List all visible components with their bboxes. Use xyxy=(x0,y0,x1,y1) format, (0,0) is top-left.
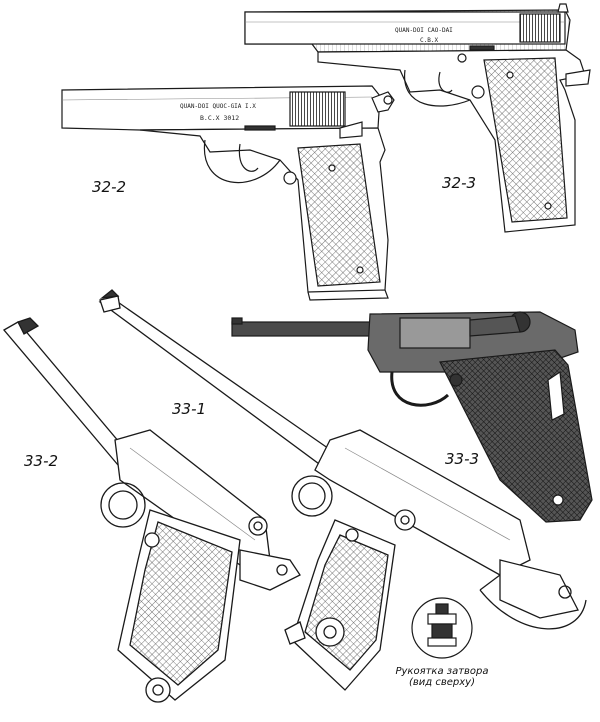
pistol-33-2 xyxy=(2,317,301,703)
figure-label-32-3: 32-3 xyxy=(442,174,477,192)
pistol-33-3 xyxy=(231,311,593,523)
detail-caption: Рукоятка затвора (вид сверху) xyxy=(392,666,492,688)
marking-32-3-line1: QUAN-DOI CAO-DAI xyxy=(395,27,453,34)
detail-caption-line2: (вид сверху) xyxy=(408,677,475,688)
bolt-handle-detail xyxy=(411,597,473,659)
marking-32-2-line2: B.C.X 3012 xyxy=(200,114,239,122)
pistol-33-1 xyxy=(98,289,587,691)
figure-label-33-1: 33-1 xyxy=(172,400,207,418)
pistol-32-2 xyxy=(61,85,395,301)
marking-32-3-line2: C.B.X xyxy=(420,37,438,44)
marking-32-2-line1: QUAN-DOI QUOC-GIA I.X xyxy=(180,103,256,110)
figure-label-33-2: 33-2 xyxy=(24,452,59,470)
detail-caption-line1: Рукоятка затвора xyxy=(395,666,489,677)
figure-label-32-2: 32-2 xyxy=(92,178,127,196)
figure-label-33-3: 33-3 xyxy=(445,450,480,468)
pistol-32-3 xyxy=(244,3,591,233)
